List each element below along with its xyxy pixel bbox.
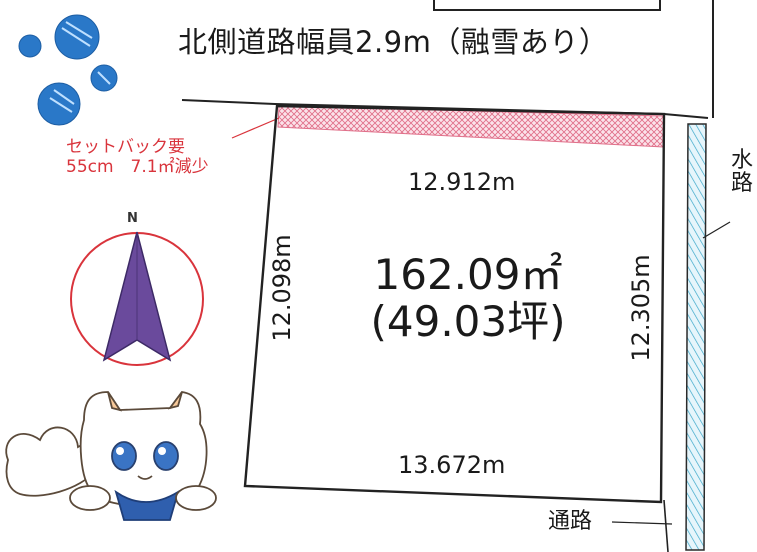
neighbor-building-outline (433, 0, 661, 11)
passage-pointer-line (611, 521, 673, 525)
dimension-bottom: 13.672m (398, 451, 506, 479)
waterway-label: 水路 (730, 148, 753, 197)
setback-note-line1: セットバック要 (66, 137, 185, 157)
passage-edge (663, 499, 669, 552)
lot-boundary (243, 104, 666, 504)
dimension-right: 12.305m (627, 254, 655, 362)
compass-north-label: N (127, 211, 138, 226)
water-bubbles-icon (18, 14, 118, 126)
lot-area-label: 162.09㎡ (49.03坪) (370, 251, 565, 345)
waterway-pointer-line (702, 221, 731, 239)
lot-area-tsubo: (49.03坪) (370, 297, 566, 346)
waterway-strip (685, 123, 707, 551)
dimension-top: 12.912m (408, 168, 516, 196)
north-road-width-label: 北側道路幅員2.9m（融雪あり） (178, 25, 609, 59)
cat-mascot-icon (5, 391, 230, 540)
passage-label: 通路 (548, 509, 593, 534)
lot-area-sqm: 162.09㎡ (373, 249, 563, 299)
dimension-left: 12.098m (268, 234, 296, 342)
setback-note: セットバック要 55cm 7.1㎡減少 (66, 137, 209, 178)
compass-rose-icon (70, 231, 204, 366)
setback-pointer-line (231, 117, 280, 139)
setback-note-line2: 55cm 7.1㎡減少 (66, 157, 209, 178)
